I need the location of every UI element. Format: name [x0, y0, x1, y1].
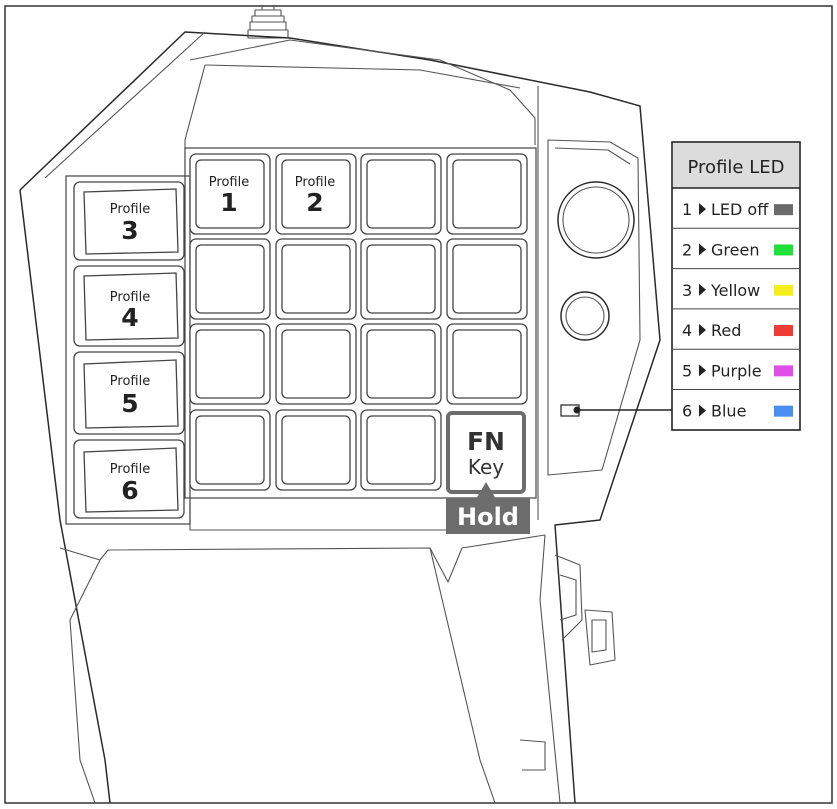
arrow-right-icon	[699, 203, 706, 216]
led-row-label: Blue	[711, 402, 746, 421]
scroll-dial-small[interactable]	[560, 291, 610, 341]
side-key-profile-5[interactable]: Profile 5	[73, 351, 185, 435]
led-table-header-bg	[673, 143, 799, 188]
grid-key-r2-c3[interactable]	[360, 238, 442, 320]
grid-key-r3-c2[interactable]	[275, 323, 357, 405]
side-key-profile-4[interactable]: Profile 4	[73, 265, 185, 347]
led-row-3: 3 Yellow	[673, 268, 799, 300]
led-row-number: 4	[682, 321, 692, 340]
led-color-swatch	[774, 244, 793, 256]
grid-key-r3-c3[interactable]	[360, 323, 442, 405]
led-color-swatch	[774, 365, 793, 377]
led-row-number: 6	[682, 402, 692, 421]
led-row-2: 2 Green	[673, 227, 799, 259]
grid-key-r1-c3[interactable]	[360, 153, 442, 235]
arrow-right-icon	[699, 243, 706, 256]
fn-key[interactable]: FN Key	[446, 411, 526, 494]
led-table-title: Profile LED	[688, 157, 785, 178]
top-key-2-label: Profile	[295, 175, 335, 190]
grid-key-r1-c1[interactable]	[189, 153, 271, 235]
side-key-4-number: 4	[121, 303, 138, 332]
grid-key-r4-c1[interactable]	[189, 409, 271, 491]
hold-callout: Hold	[446, 482, 530, 534]
side-key-3-label: Profile	[110, 202, 150, 217]
top-key-1-label: Profile	[209, 175, 249, 190]
side-key-5-number: 5	[121, 389, 138, 418]
grid-key-r3-c4[interactable]	[446, 323, 528, 405]
grid-key-r2-c2[interactable]	[275, 238, 357, 320]
led-row-label: LED off	[711, 200, 769, 219]
led-leader-line	[573, 406, 672, 414]
top-key-2-number: 2	[306, 188, 323, 217]
grid-key-r4-c3[interactable]	[360, 409, 442, 491]
led-color-swatch	[774, 325, 793, 337]
side-key-profile-6[interactable]: Profile 6	[73, 439, 185, 519]
led-color-swatch	[774, 284, 793, 296]
side-key-5-label: Profile	[110, 374, 150, 389]
led-row-5: 5 Purple	[673, 348, 799, 380]
side-key-6-label: Profile	[110, 462, 150, 477]
side-key-3-number: 3	[121, 216, 138, 245]
led-row-4: 4 Red	[673, 308, 799, 340]
fn-key-main-label: FN	[467, 427, 505, 456]
keypad-body	[19, 31, 661, 804]
hold-label: Hold	[457, 503, 519, 531]
grid-key-r1-c2[interactable]	[275, 153, 357, 235]
led-row-label: Purple	[711, 361, 762, 380]
led-row-label: Yellow	[710, 281, 760, 300]
side-key-4-label: Profile	[110, 290, 150, 305]
top-key-1-number: 1	[220, 188, 237, 217]
grid-key-r2-c1[interactable]	[189, 238, 271, 320]
arrow-right-icon	[699, 324, 706, 337]
profile-led-table: Profile LED 1 LED off 2 Green 3 Yellow 4 Red 5 Pu…	[671, 141, 801, 431]
grid-key-r4-c2[interactable]	[275, 409, 357, 491]
led-row-1: 1 LED off	[682, 200, 793, 219]
led-row-number: 2	[682, 240, 692, 259]
led-row-label: Green	[711, 240, 759, 259]
main-key-grid	[184, 147, 537, 499]
cable-connector	[247, 6, 289, 39]
led-row-number: 3	[682, 281, 692, 300]
arrow-right-icon	[699, 283, 706, 296]
led-row-label: Red	[711, 321, 741, 340]
led-table-rows: 1 LED off 2 Green 3 Yellow 4 Red 5 Purple 6 Blue	[673, 200, 799, 421]
grid-key-r2-c4[interactable]	[446, 238, 528, 320]
arrow-right-icon	[699, 364, 706, 377]
grid-keys	[189, 153, 528, 491]
grid-key-r3-c1[interactable]	[189, 323, 271, 405]
led-row-6: 6 Blue	[673, 389, 799, 421]
fn-key-sub-label: Key	[468, 455, 504, 479]
arrow-right-icon	[699, 404, 706, 417]
side-key-6-number: 6	[121, 476, 138, 505]
grid-key-r1-c4[interactable]	[446, 153, 528, 235]
side-key-profile-3[interactable]: Profile 3	[73, 181, 185, 261]
led-row-number: 5	[682, 361, 692, 380]
led-color-swatch	[774, 204, 793, 216]
scroll-dial-large[interactable]	[557, 181, 635, 259]
led-row-number: 1	[682, 200, 692, 219]
led-color-swatch	[774, 405, 793, 417]
